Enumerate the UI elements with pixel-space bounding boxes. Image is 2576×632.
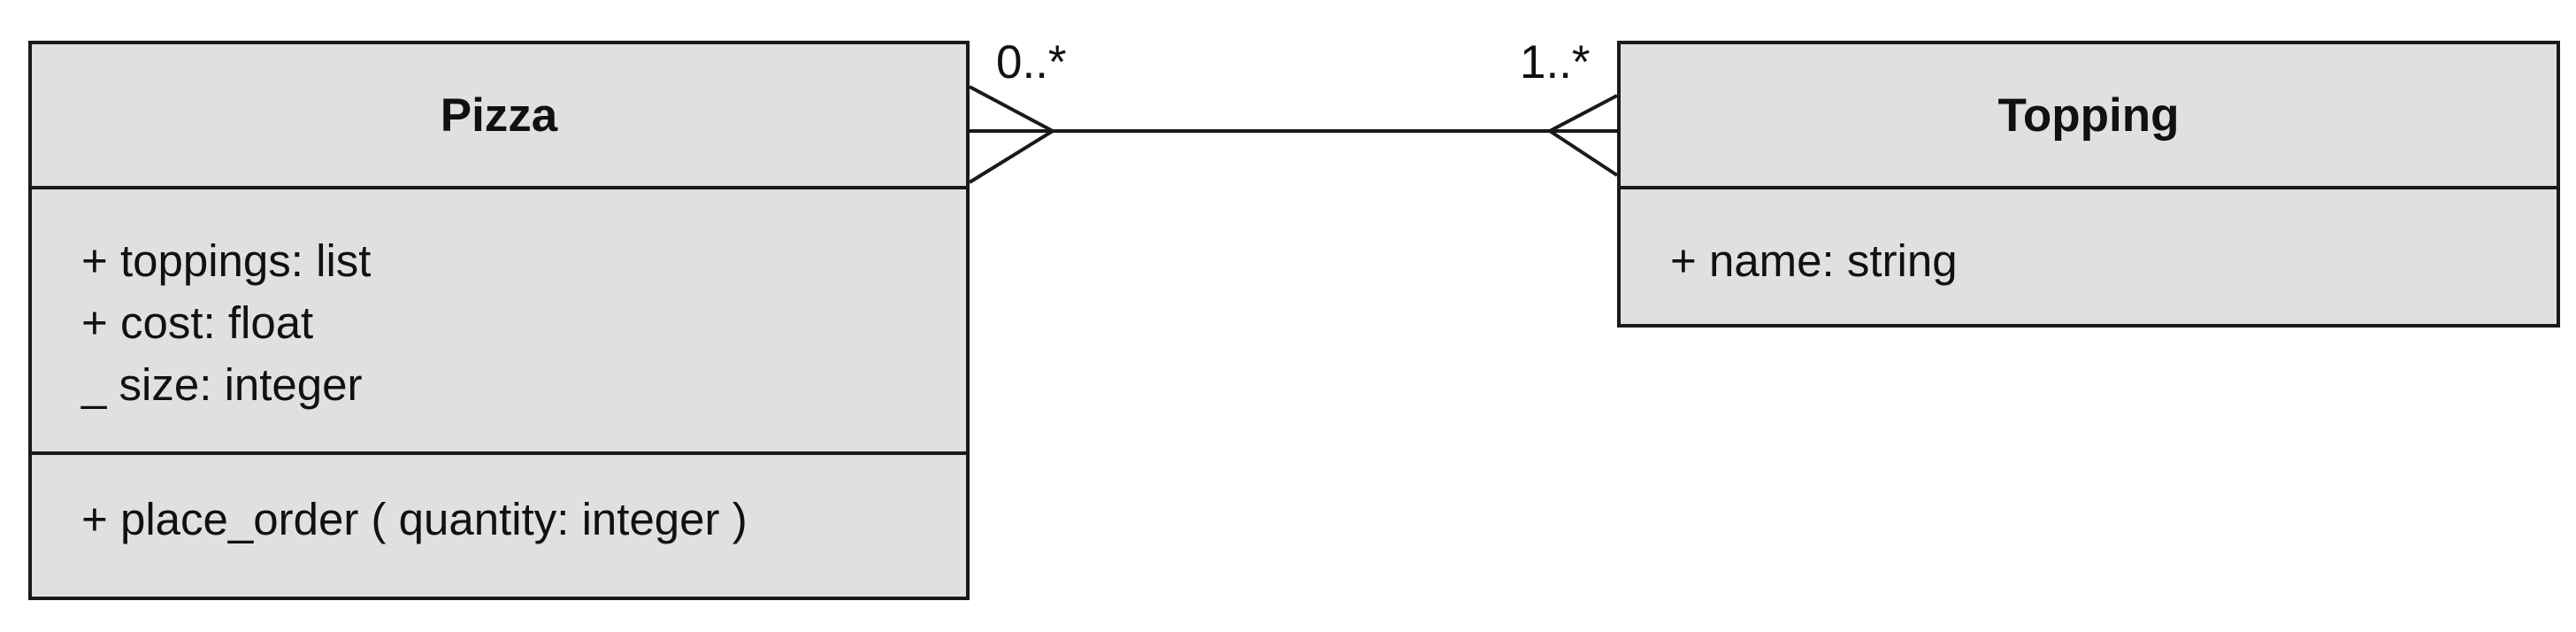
pizza-class-box[interactable]: Pizza + toppings: list + cost: float _ s… (28, 41, 970, 600)
pizza-operation: + place_order ( quantity: integer ) (81, 494, 748, 544)
topping-class-name: Topping (1621, 44, 2557, 189)
pizza-attribute: + toppings: list (81, 235, 372, 286)
pizza-attribute: + cost: float (81, 297, 314, 348)
topping-crow-foot (1546, 94, 1619, 177)
pizza-end-multiplicity: 0..* (996, 36, 1067, 89)
topping-attribute-list: + name: string (1621, 189, 2557, 292)
pizza-attributes-compartment: + toppings: list + cost: float _ size: i… (32, 189, 966, 455)
pizza-operations-compartment: + place_order ( quantity: integer ) (32, 455, 966, 551)
pizza-operation-list: + place_order ( quantity: integer ) (32, 455, 966, 551)
topping-end-multiplicity: 1..* (1520, 36, 1591, 89)
pizza-crow-foot (968, 85, 1057, 184)
pizza-attribute-list: + toppings: list + cost: float _ size: i… (32, 189, 966, 416)
pizza-class-name: Pizza (32, 44, 966, 189)
topping-attribute: + name: string (1670, 235, 1958, 286)
topping-class-box[interactable]: Topping + name: string (1617, 41, 2560, 328)
topping-attributes-compartment: + name: string (1621, 189, 2557, 292)
pizza-attribute: _ size: integer (81, 359, 363, 410)
